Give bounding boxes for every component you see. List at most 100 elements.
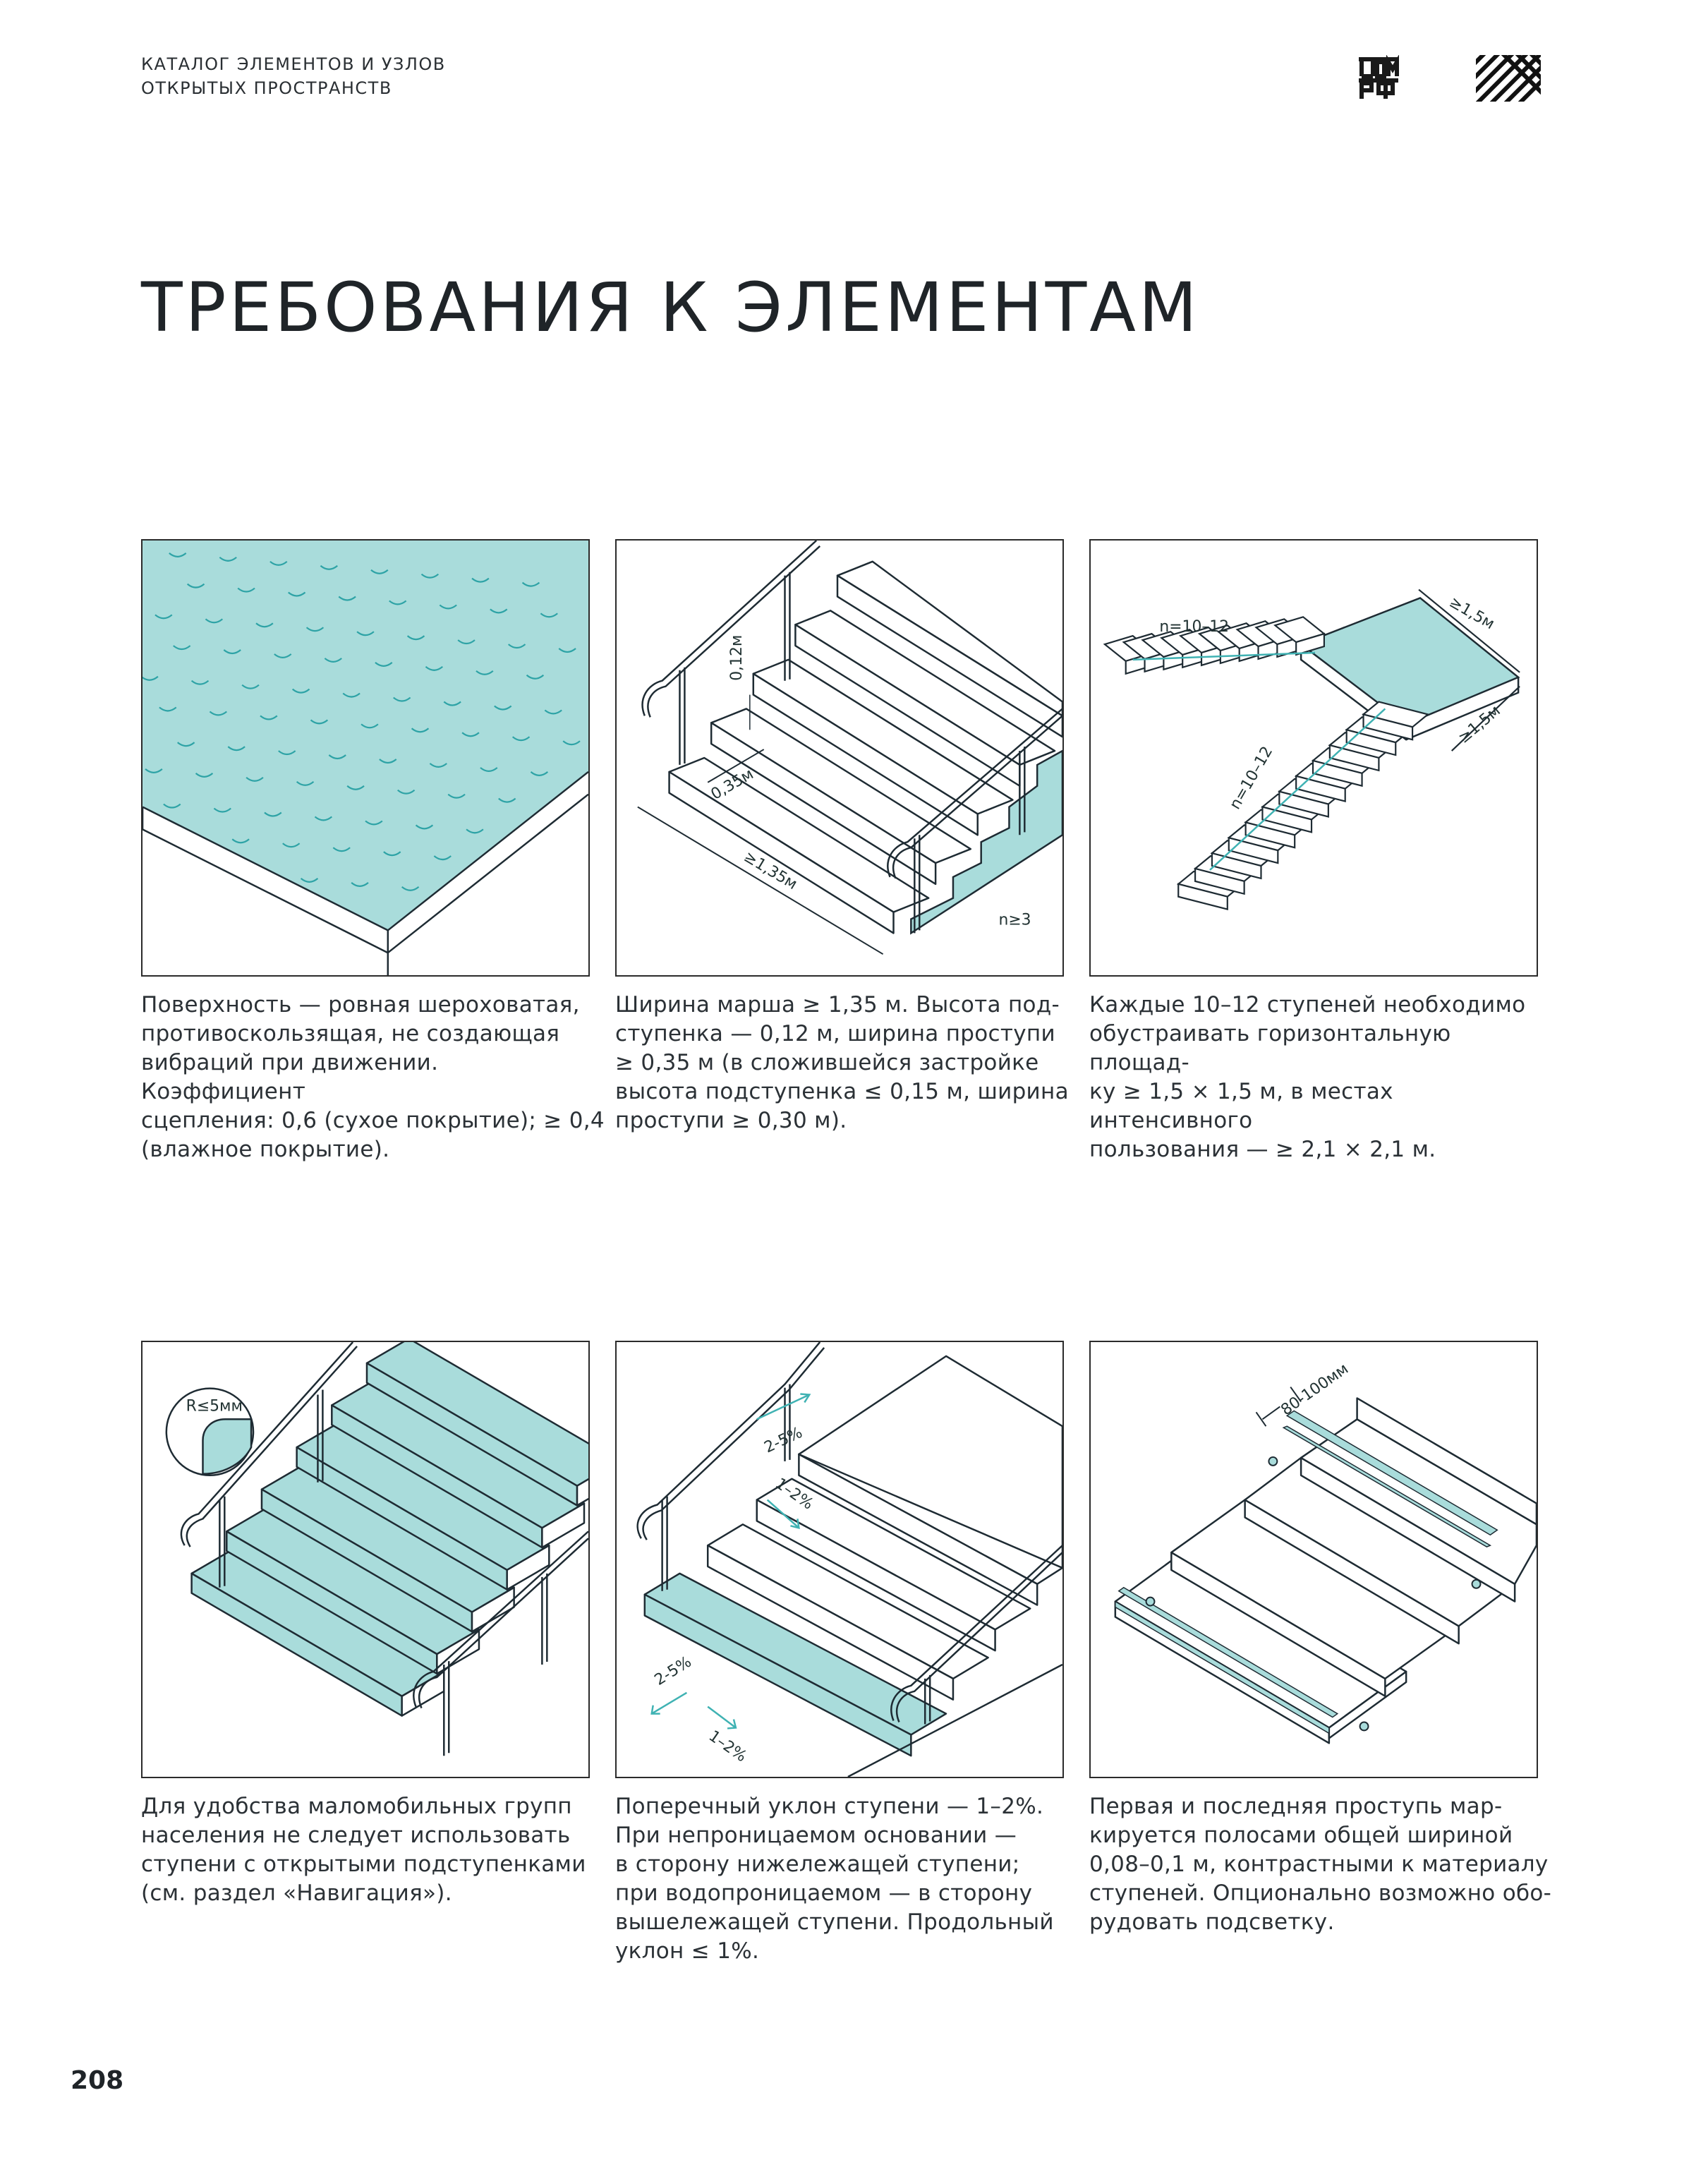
lower-flight-riser [1194, 867, 1245, 895]
surface-bump [383, 851, 401, 857]
surface-bump [544, 709, 562, 715]
slope-label-bottom-long: 1–2% [705, 1727, 750, 1766]
surface-bump [314, 816, 333, 821]
upper-flight-count-label: n=10–12 [1159, 618, 1229, 636]
caption-surface: Поверхность — ровная шероховатая, против… [141, 992, 605, 1162]
surface-bump [310, 719, 329, 725]
closed-risers-illustration: R≤5мм [165, 1342, 588, 1756]
surface-bump [351, 881, 369, 887]
surface-bump [205, 618, 224, 624]
surface-bump [278, 750, 296, 756]
surface-bump [457, 639, 476, 645]
surface-bump [490, 608, 508, 614]
surface-bump [389, 600, 407, 605]
stair-dimensions-illustration: 0,12м 0,35м ≥1,35м n≥3 [637, 541, 1062, 955]
surface-bump [365, 820, 383, 826]
surface-bump [540, 612, 558, 618]
panel-surface [141, 539, 590, 977]
surface-bump [397, 789, 416, 795]
stripe-width-label: 80-100мм [1278, 1360, 1352, 1419]
caption-stair-dimensions: Ширина марша ≥ 1,35 м. Высота под- ступе… [615, 992, 1069, 1133]
contrast-stripes-illustration: 80-100мм [1114, 1360, 1537, 1744]
surface-bump [447, 793, 466, 799]
surface-bump [173, 645, 191, 651]
surface-bump [562, 740, 581, 746]
closed-step-side [506, 1544, 550, 1590]
surface-bump [145, 768, 163, 773]
dom-rf-logo [1356, 54, 1401, 102]
surface-bump [526, 674, 545, 680]
lower-flight-riser [1295, 775, 1346, 803]
page-number: 208 [71, 2066, 124, 2095]
lower-flight-riser [1312, 759, 1363, 787]
surface-bump [300, 878, 319, 883]
lower-flight-riser [1228, 836, 1279, 864]
riser-height-label: 0,12м [728, 635, 746, 681]
surface-bump [558, 648, 576, 653]
upper-flight-riser [1295, 632, 1325, 656]
surface-bump [425, 665, 443, 671]
page-title: ТРЕБОВАНИЯ К ЭЛЕМЕНТАМ [141, 268, 1200, 347]
surface-bump [332, 847, 351, 852]
closed-step-side [576, 1478, 588, 1507]
lower-flight-riser [1177, 883, 1228, 911]
surface-bump [320, 565, 338, 570]
surface-bump [169, 553, 187, 557]
surface-bump [255, 622, 274, 628]
surface-bump [227, 746, 246, 751]
surface-bump [480, 767, 498, 772]
surface-bump [466, 828, 484, 834]
surface-bump [159, 706, 177, 712]
surface-bump [375, 662, 393, 667]
lower-flight-riser [1362, 713, 1414, 741]
surface-bump [305, 627, 325, 632]
catalog-header: КАТАЛОГ ЭЛЕМЕНТОВ И УЗЛОВ ОТКРЫТЫХ ПРОСТ… [141, 52, 446, 100]
surface-bump [269, 560, 288, 566]
header-line-1: КАТАЛОГ ЭЛЕМЕНТОВ И УЗЛОВ [141, 54, 446, 74]
surface-bump [356, 631, 375, 636]
surface-bump [401, 886, 420, 891]
surface-bump [511, 736, 531, 742]
surface-bump [219, 556, 237, 562]
panel-stair-dimensions: 0,12м 0,35м ≥1,35м n≥3 [615, 539, 1064, 977]
surface-bump [471, 577, 490, 583]
caption-closed-risers: Для удобства маломобильных групп населен… [141, 1794, 586, 1906]
surface-bump [338, 596, 356, 601]
surface-bump [143, 675, 159, 681]
surface-bump [213, 807, 231, 813]
surface-bump [163, 803, 181, 809]
radius-label: R≤5мм [186, 1397, 243, 1415]
panel-stair-landing: n=10–12 n=10–12 ≥1,5м ≥1,5м [1089, 539, 1538, 977]
surface-bump [379, 759, 397, 764]
surface-bump [223, 649, 241, 655]
header-line-2: ОТКРЫТЫХ ПРОСТРАНСТВ [141, 78, 392, 98]
surface-bump [507, 644, 526, 649]
surface-bump [264, 811, 282, 817]
lower-flight-riser [1244, 821, 1296, 849]
slope-label-top-cross: 2-5% [762, 1424, 806, 1457]
surface-bump [498, 797, 516, 803]
surface-bump [530, 771, 549, 776]
surface-bump [237, 587, 255, 593]
surface-illustration [143, 541, 588, 975]
lower-flight-riser [1211, 852, 1262, 880]
surface-bump [370, 569, 389, 574]
panel-contrast-stripes: 80-100мм [1089, 1341, 1538, 1778]
surface-bump [328, 754, 346, 760]
surface-bump [288, 591, 306, 597]
surface-bump [494, 705, 512, 711]
lower-flight-riser [1345, 728, 1397, 756]
surface-bump [443, 701, 461, 706]
surface-bump [433, 855, 452, 861]
surface-bump [195, 772, 214, 778]
caption-contrast-stripes: Первая и последняя проступь мар- кируетс… [1089, 1794, 1552, 1935]
surface-bump [241, 684, 260, 689]
surface-bump [361, 723, 379, 729]
lower-flight-riser [1328, 744, 1380, 772]
surface-bump [476, 670, 494, 675]
surface-bump [406, 635, 425, 641]
surface-bump [282, 843, 301, 848]
slope-label-bottom-cross: 2-5% [652, 1653, 695, 1689]
surface-bump [439, 604, 457, 610]
caption-stair-landing: Каждые 10–12 ступеней необходимо обустра… [1089, 992, 1526, 1162]
